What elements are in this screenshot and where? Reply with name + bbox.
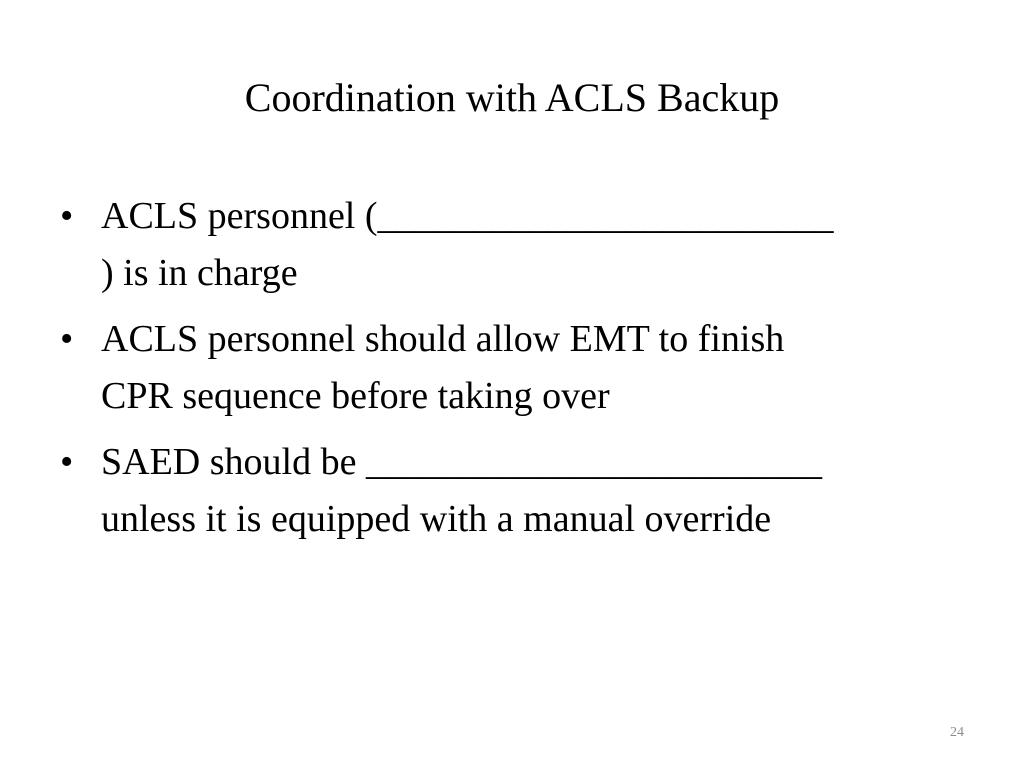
bullet-item-saed-setting: • SAED should be _______________________… (60, 434, 980, 548)
bullet-text-line: ACLS personnel should allow EMT to finis… (101, 318, 785, 360)
bullet-text-line: SAED should be ________________________ (101, 441, 822, 483)
bullet-list: • ACLS personnel (______________________… (60, 188, 980, 557)
bullet-text-line: CPR sequence before taking over (101, 375, 610, 417)
page-number: 24 (950, 725, 964, 740)
bullet-dot-icon: • (60, 318, 74, 360)
bullet-text-line: unless it is equipped with a manual over… (101, 498, 772, 540)
bullet-text-line: ) is in charge (101, 252, 298, 294)
bullet-dot-icon: • (60, 441, 74, 483)
bullet-dot-icon: • (60, 195, 74, 237)
bullet-text-line: ACLS personnel (________________________ (101, 195, 834, 237)
bullet-item-personnel-in-charge: • ACLS personnel (______________________… (60, 188, 980, 302)
bullet-item-emt-finish-cpr: • ACLS personnel should allow EMT to fin… (60, 311, 980, 425)
slide-title: Coordination with ACLS Backup (244, 75, 780, 120)
